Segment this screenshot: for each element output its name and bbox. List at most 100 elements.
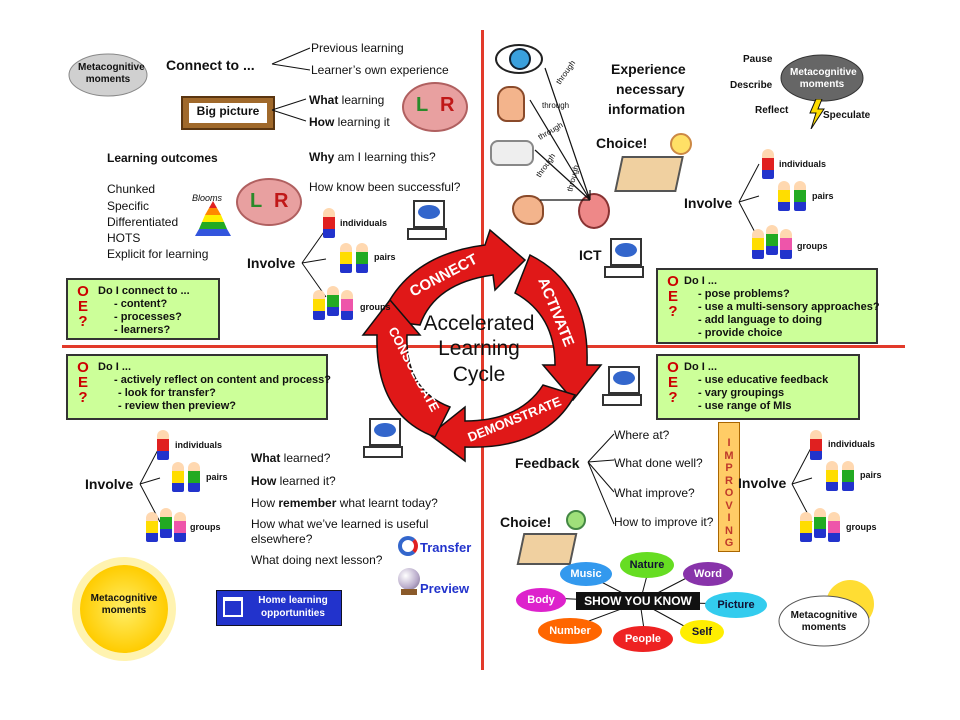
metacognitive-cloud-q1: Metacognitive moments bbox=[68, 52, 148, 98]
computer-icon-q3 bbox=[357, 418, 403, 458]
mi-word: Word bbox=[683, 562, 733, 586]
own-experience: Learner’s own experience bbox=[311, 63, 449, 77]
learning-outcomes: Learning outcomes bbox=[107, 151, 218, 165]
person-icon bbox=[174, 512, 186, 542]
person-icon bbox=[778, 181, 790, 211]
person-icon bbox=[313, 290, 325, 320]
center-title-3: Cycle bbox=[453, 363, 506, 386]
improving-letter: O bbox=[724, 487, 734, 499]
outcome-differentiated: Differentiated bbox=[107, 215, 179, 229]
what-improve: What improve? bbox=[614, 486, 695, 500]
person-icon bbox=[826, 461, 838, 491]
how-to-improve: How to improve it? bbox=[614, 515, 714, 529]
pause-label: Pause bbox=[743, 54, 773, 65]
person-icon bbox=[810, 430, 822, 460]
house-icon bbox=[223, 597, 243, 617]
blooms-pyramid-icon bbox=[195, 201, 231, 236]
groups-q2: groups bbox=[797, 241, 828, 251]
lollipop-icon bbox=[670, 133, 692, 155]
individuals-q1: individuals bbox=[340, 218, 388, 228]
how-know: How know been successful? bbox=[309, 180, 461, 194]
connect-arrow bbox=[378, 228, 527, 326]
what-done-well: What done well? bbox=[614, 456, 703, 470]
how-learned: How learned it? bbox=[251, 474, 336, 488]
speculate-label: Speculate bbox=[823, 110, 871, 121]
mi-nature: Nature bbox=[620, 552, 674, 578]
mi-picture: Picture bbox=[705, 592, 767, 618]
computer-icon-q4 bbox=[596, 366, 642, 406]
person-icon bbox=[340, 243, 352, 273]
choice-box-icon bbox=[614, 156, 684, 192]
improving-letter: I bbox=[727, 512, 731, 524]
big-picture-lines bbox=[271, 98, 307, 122]
activate-arrow bbox=[514, 253, 603, 402]
mi-body: Body bbox=[516, 588, 566, 612]
person-icon bbox=[356, 243, 368, 273]
previous-learning: Previous learning bbox=[311, 41, 404, 55]
reflect-label: Reflect bbox=[755, 105, 789, 116]
eye-icon bbox=[495, 44, 543, 74]
center-title-2: Learning bbox=[438, 337, 520, 360]
choice-q4: Choice! bbox=[500, 514, 552, 530]
person-icon bbox=[160, 508, 172, 538]
computer-icon-q1 bbox=[401, 200, 447, 240]
svg-text:through: through bbox=[565, 164, 581, 193]
transfer-icon bbox=[398, 536, 418, 556]
what-learned: What learned? bbox=[251, 451, 331, 465]
big-picture-frame: Big picture bbox=[181, 96, 275, 130]
outcome-explicit: Explicit for learning bbox=[107, 247, 209, 261]
experience-heading-1: Experience bbox=[611, 61, 686, 77]
involve-q1: Involve bbox=[247, 255, 296, 271]
why-learning: Why am I learning this? bbox=[309, 150, 436, 164]
improving-letter: I bbox=[727, 437, 731, 449]
person-icon bbox=[842, 461, 854, 491]
improving-letter: P bbox=[725, 462, 733, 474]
person-icon bbox=[341, 290, 353, 320]
outcome-chunked: Chunked bbox=[107, 182, 156, 196]
home-learning-box: Home learning opportunities bbox=[216, 590, 342, 626]
center-title-1: Accelerated bbox=[424, 312, 535, 335]
how-learning: How learning it bbox=[309, 115, 390, 129]
brain-icon-top: L R bbox=[402, 82, 468, 132]
person-icon bbox=[794, 181, 806, 211]
svg-text:through: through bbox=[554, 60, 577, 86]
brain-icon-mid: L R bbox=[236, 178, 302, 226]
useful-elsewhere-2: elsewhere? bbox=[251, 532, 313, 546]
preview-label: Preview bbox=[420, 581, 470, 596]
svg-text:through: through bbox=[534, 152, 557, 179]
groups-q1: groups bbox=[360, 302, 391, 312]
pairs-q1: pairs bbox=[374, 252, 396, 262]
metacognitive-cloud-q2: Metacognitive moments bbox=[780, 53, 864, 103]
person-icon bbox=[814, 508, 826, 538]
computer-icon-q2 bbox=[602, 238, 644, 278]
feedback-lines bbox=[587, 433, 615, 525]
demonstrate-arrow bbox=[428, 384, 577, 463]
person-icon bbox=[146, 512, 158, 542]
individuals-q3: individuals bbox=[175, 440, 223, 450]
metacognitive-cloud-q4: Metacognitive moments bbox=[778, 594, 870, 648]
describe-label: Describe bbox=[730, 80, 773, 91]
ear-icon bbox=[497, 86, 525, 122]
person-icon bbox=[327, 286, 339, 316]
person-icon bbox=[780, 229, 792, 259]
feedback-label: Feedback bbox=[515, 455, 580, 471]
how-remember: How remember what learnt today? bbox=[251, 496, 438, 510]
divider-horizontal bbox=[62, 345, 905, 348]
improving-letter: V bbox=[725, 499, 733, 512]
nose-icon bbox=[512, 195, 544, 225]
crystal-ball-icon bbox=[398, 568, 420, 590]
blooms-label: Blooms bbox=[192, 193, 223, 203]
doing-next: What doing next lesson? bbox=[251, 553, 383, 567]
person-icon bbox=[800, 512, 812, 542]
involve-q4: Involve bbox=[738, 475, 787, 491]
individuals-q4: individuals bbox=[828, 439, 876, 449]
pairs-q4: pairs bbox=[860, 470, 882, 480]
outcome-hots: HOTS bbox=[107, 231, 141, 245]
outcome-specific: Specific bbox=[107, 199, 150, 213]
